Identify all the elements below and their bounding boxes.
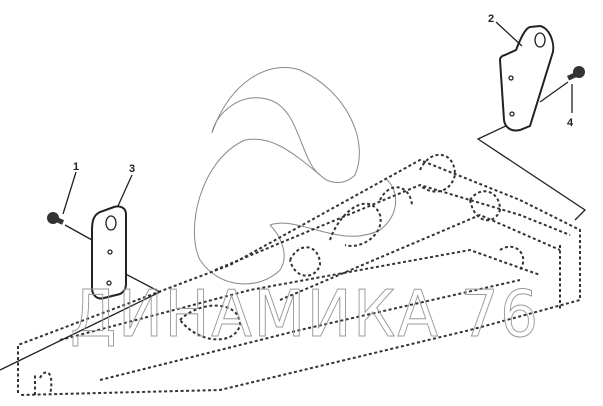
watermark-text: ДИНАМИКА 76 <box>70 278 540 352</box>
watermark-logo <box>193 67 397 285</box>
callout-4: 4 <box>567 117 574 129</box>
leader-line-1 <box>62 171 77 215</box>
callout-1: 1 <box>73 161 79 173</box>
left-bracket <box>91 205 127 300</box>
left-bolt <box>47 212 93 241</box>
leader-line-3 <box>117 174 133 207</box>
callout-3: 3 <box>129 163 135 175</box>
engine-block-outline <box>17 153 581 396</box>
leader-line-2 <box>495 21 523 47</box>
callout-2: 2 <box>488 13 494 25</box>
right-bracket <box>498 24 555 132</box>
right-mount-plane <box>476 123 587 221</box>
right-bolt <box>539 66 585 103</box>
